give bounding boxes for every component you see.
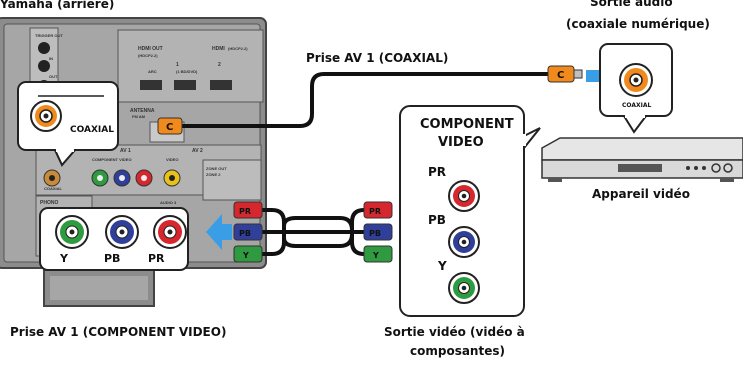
sortie-audio-line2: (coaxiale numérique) [566, 17, 710, 31]
hdmi-out-sub-label: (HDCP2.2) [138, 53, 158, 58]
coaxial-callout-left: COAXIAL [17, 81, 119, 167]
trigger-out-jack [38, 42, 50, 54]
out-label: OUT [49, 74, 58, 79]
device-y-label: Y [437, 259, 447, 273]
receiver-pr-label: PR [148, 252, 165, 265]
hdmi-sub-label: (HDCP2.2) [228, 46, 248, 51]
prise-av1-coaxial-label: Prise AV 1 (COAXIAL) [306, 51, 448, 65]
coaxial-cable: C C [157, 65, 583, 135]
antenna-sub-label: FM AM [132, 114, 146, 119]
coax-plug-left-label: C [166, 122, 173, 133]
av2-label: AV 2 [192, 148, 203, 154]
hdmi-out-label: HDMI OUT [138, 46, 163, 52]
arrow-to-receiver [206, 214, 232, 250]
device-panel-title-1: COMPONENT [420, 117, 514, 132]
coax-plug-right-label: C [557, 70, 564, 81]
coaxial-callout-right: COAXIAL [599, 43, 673, 134]
in-label: IN [49, 56, 53, 61]
hdmi-2-port [210, 80, 232, 90]
trigger-out-label: TRIGGER OUT [35, 33, 63, 38]
sortie-audio-line1: Sortie audio [590, 0, 673, 9]
video-device [541, 137, 743, 182]
audio3-label: AUDIO 3 [160, 200, 177, 205]
sortie-video-line1: Sortie vidéo (vidéo à [384, 325, 525, 339]
prise-av1-component-label: Prise AV 1 (COMPONENT VIDEO) [10, 325, 226, 339]
pb-plug-right-label: PB [369, 229, 381, 238]
device-pr-label: PR [428, 165, 446, 179]
top-left-partial-label: Yamaha (arrière) [0, 0, 114, 11]
pr-plug-right [363, 201, 393, 219]
zone-out-label: ZONE OUT [206, 166, 227, 171]
component-video-label: COMPONENT VIDEO [92, 157, 132, 162]
av1-label: AV 1 [120, 148, 131, 154]
device-pb-label: PB [428, 213, 446, 227]
pb-plug-right [363, 223, 393, 241]
device-panel-title-2: VIDEO [438, 135, 484, 150]
hdmi-label: HDMI [212, 46, 225, 52]
arc-label: ARC [148, 69, 157, 74]
y-plug-left-label: Y [242, 251, 249, 260]
pb-plug-left [233, 223, 263, 241]
hdmi-1-label: 1 [176, 62, 179, 68]
pr-plug-right-label: PR [369, 207, 381, 216]
pb-plug-left-label: PB [239, 229, 251, 238]
in-jack [38, 60, 50, 72]
coaxial-callout-left-label: COAXIAL [70, 125, 114, 135]
y-plug-right [363, 245, 393, 263]
sortie-video-line2: composantes) [410, 344, 505, 358]
y-plug-left [233, 245, 263, 263]
y-plug-right-label: Y [372, 251, 379, 260]
coaxial-panel-label: COAXIAL [44, 186, 63, 191]
appareil-video-label: Appareil vidéo [592, 187, 690, 201]
coaxial-callout-right-label: COAXIAL [622, 102, 651, 109]
device-component-panel: COMPONENT VIDEO PR PB Y [399, 105, 541, 317]
receiver-y-label: Y [59, 252, 69, 265]
hdmi-out-port [140, 80, 162, 90]
phono-label: PHONO [40, 200, 58, 206]
pr-plug-left [233, 201, 263, 219]
pr-plug-left-label: PR [239, 207, 251, 216]
component-cables: PR PB Y PR PB Y [233, 201, 393, 263]
receiver-pb-label: PB [104, 252, 120, 265]
zone2-label: ZONE 2 [206, 172, 221, 177]
coax-plug-left [157, 117, 183, 135]
video-label: VIDEO [166, 157, 178, 162]
hdmi-1-port [174, 80, 196, 90]
antenna-label: ANTENNA [130, 108, 155, 114]
component-callout-receiver: Y PB PR [39, 207, 189, 271]
hdmi-1-sub-label: (1 BD/DVD) [176, 69, 198, 74]
hdmi-2-label: 2 [218, 62, 221, 68]
